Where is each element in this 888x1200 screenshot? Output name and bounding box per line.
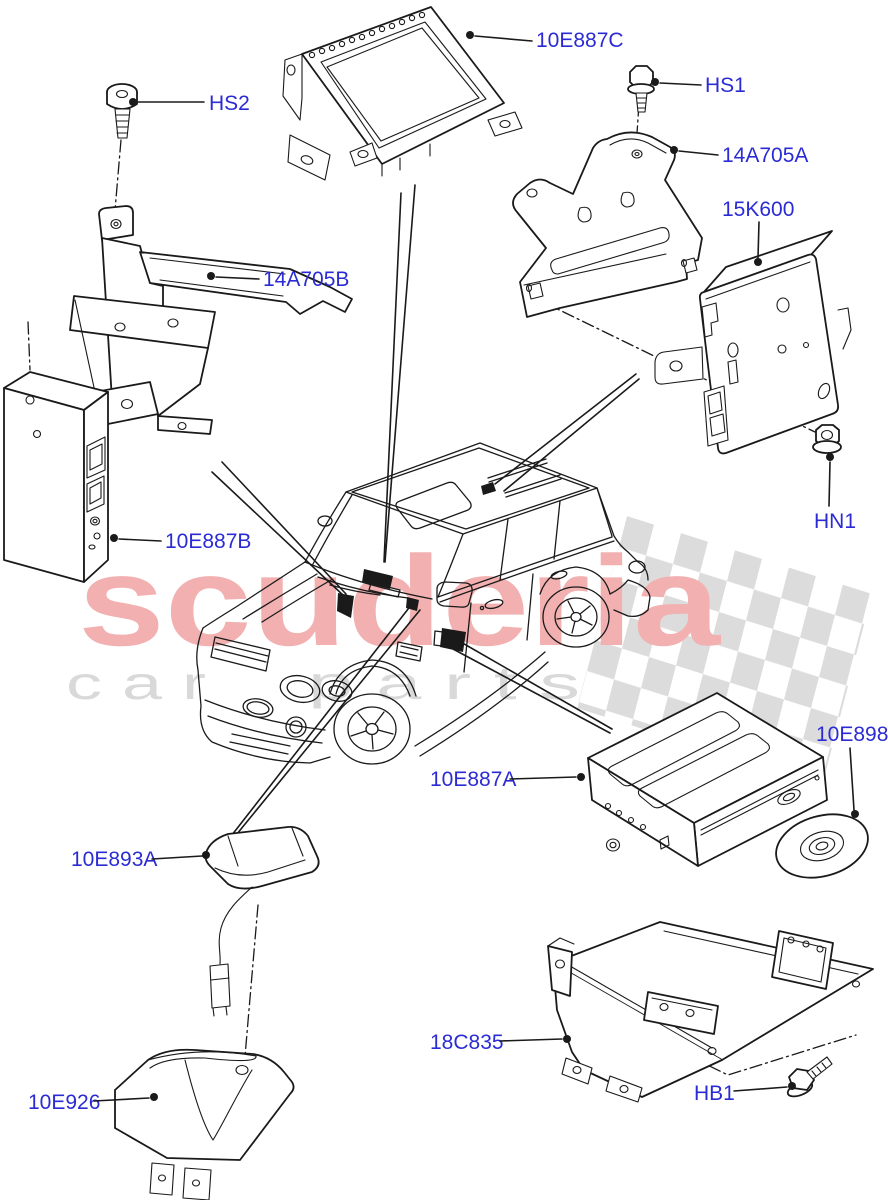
callout-line-10E887A bbox=[509, 776, 577, 780]
part-mount-10E926 bbox=[114, 1048, 295, 1200]
part-bolt-HS1 bbox=[627, 65, 655, 113]
callout-line-10E887B bbox=[118, 538, 162, 542]
part-module-10E887B bbox=[3, 371, 109, 583]
callout-dot-18C835 bbox=[563, 1035, 571, 1043]
vehicle-illustration bbox=[196, 442, 651, 765]
roof-location-marker bbox=[481, 482, 496, 495]
part-label-18C835[interactable]: 18C835 bbox=[430, 1031, 504, 1054]
callout-line-14A705B bbox=[215, 276, 260, 280]
part-label-HN1[interactable]: HN1 bbox=[814, 510, 856, 533]
part-label-15K600[interactable]: 15K600 bbox=[722, 198, 794, 221]
part-labels: HS2 10E887C HS1 14A705A 15K600 14A705B 1… bbox=[28, 29, 888, 1114]
callout-line-10E898 bbox=[849, 747, 855, 811]
part-label-10E887A[interactable]: 10E887A bbox=[430, 768, 516, 791]
callout-line-10E887C bbox=[474, 35, 533, 42]
part-display-screen-10E887C bbox=[282, 6, 523, 181]
part-label-10E898[interactable]: 10E898 bbox=[816, 723, 888, 746]
callout-dot-HN1 bbox=[826, 453, 834, 461]
part-label-14A705B[interactable]: 14A705B bbox=[263, 268, 349, 291]
callout-dot-HS1 bbox=[651, 78, 659, 86]
callout-line-15K600 bbox=[757, 221, 760, 259]
callout-dot-10E926 bbox=[150, 1093, 158, 1101]
part-disc-10E898 bbox=[775, 813, 869, 879]
dash-location-marker bbox=[362, 569, 393, 589]
a-pillar-location-marker bbox=[337, 593, 354, 618]
callout-dot-15K600 bbox=[754, 258, 762, 266]
b-pillar-location-marker bbox=[406, 597, 419, 611]
callout-line-HS1 bbox=[659, 82, 702, 86]
part-label-HB1[interactable]: HB1 bbox=[694, 1082, 735, 1105]
part-label-10E887C[interactable]: 10E887C bbox=[536, 29, 624, 52]
callout-line-14A705A bbox=[678, 150, 719, 156]
part-label-10E926[interactable]: 10E926 bbox=[28, 1091, 100, 1114]
callout-dot-10E887C bbox=[466, 31, 474, 39]
part-antenna-10E893A bbox=[204, 826, 320, 1017]
part-label-HS2[interactable]: HS2 bbox=[209, 92, 250, 115]
part-bracket-18C835 bbox=[547, 921, 874, 1103]
callout-dot-10E887B bbox=[110, 534, 118, 542]
part-label-10E887B[interactable]: 10E887B bbox=[165, 530, 251, 553]
checkered-flag bbox=[577, 516, 872, 786]
watermark-word-left: c a r bbox=[66, 657, 206, 709]
callout-dot-10E898 bbox=[851, 810, 859, 818]
watermark-brand: scuderia bbox=[78, 530, 721, 673]
callout-dot-10E887A bbox=[577, 773, 585, 781]
part-label-10E893A[interactable]: 10E893A bbox=[71, 848, 157, 871]
part-dvd-player-10E887A bbox=[587, 692, 828, 867]
callout-dot-14A705A bbox=[670, 146, 678, 154]
door-location-marker bbox=[440, 628, 466, 652]
part-label-14A705A[interactable]: 14A705A bbox=[722, 144, 808, 167]
callout-leaders bbox=[211, 184, 640, 852]
part-screw-HS2 bbox=[106, 83, 138, 139]
callout-dot-HB1 bbox=[788, 1082, 796, 1090]
callout-line-10E893A bbox=[151, 855, 203, 860]
part-label-HS1[interactable]: HS1 bbox=[705, 74, 746, 97]
callout-dot-14A705B bbox=[207, 272, 215, 280]
callout-line-18C835 bbox=[499, 1038, 563, 1042]
callout-line-10E926 bbox=[93, 1097, 150, 1102]
part-bracket-14A705A bbox=[512, 131, 703, 318]
callout-dot-HS2 bbox=[129, 98, 137, 106]
callout-line-HB1 bbox=[733, 1086, 788, 1092]
part-bracket-14A705B bbox=[69, 205, 353, 435]
callout-dot-10E893A bbox=[202, 851, 210, 859]
callout-line-HN1 bbox=[828, 461, 831, 507]
part-module-15K600 bbox=[654, 230, 852, 455]
part-nut-HN1 bbox=[812, 424, 842, 454]
watermark: scuderia c a r p a r t s bbox=[66, 516, 872, 786]
